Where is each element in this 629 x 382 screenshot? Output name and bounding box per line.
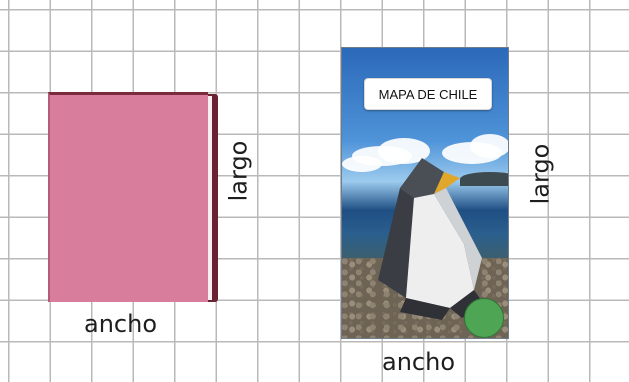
pink-book-length-label: largo (224, 140, 253, 202)
pink-book (48, 92, 218, 302)
map-book-width-label: ancho (382, 348, 456, 376)
cloud (342, 156, 382, 172)
book-title: MAPA DE CHILE (364, 78, 492, 110)
book-pages (206, 96, 212, 300)
pink-book-width-label: ancho (84, 310, 158, 338)
map-book-length-label: largo (526, 143, 555, 205)
green-dot (464, 298, 504, 338)
book-cover (48, 92, 208, 302)
cloud (470, 134, 508, 158)
island (460, 172, 508, 186)
map-book: MAPA DE CHILE (341, 47, 509, 339)
origami-penguin-icon (378, 158, 484, 320)
